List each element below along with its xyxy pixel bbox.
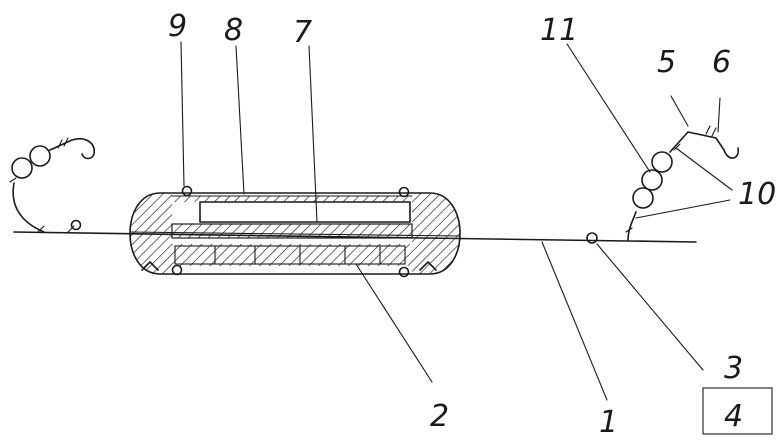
callout-9: 9 (168, 9, 187, 44)
left-leash (9, 137, 95, 233)
callout-2: 2 (430, 399, 449, 434)
callout-8: 8 (224, 13, 243, 48)
ring-top-left (181, 185, 193, 197)
callout-5: 5 (657, 45, 676, 80)
ring-top-right (398, 186, 410, 198)
ring-bottom-right (398, 266, 410, 278)
callout-10: 10 (738, 177, 776, 212)
callout-1: 1 (599, 405, 618, 440)
callout-6: 6 (712, 45, 731, 80)
stopper-bead-left (70, 219, 82, 231)
bait-ball-2 (641, 169, 663, 191)
float-body (129, 192, 461, 275)
upper-chamber (199, 201, 411, 223)
callout-4: 4 (724, 399, 743, 434)
bait-ball-1 (632, 187, 654, 209)
callout-7: 7 (293, 15, 312, 50)
stopper-bead-right (586, 232, 598, 244)
central-tube (171, 223, 413, 239)
callout-11: 11 (540, 13, 578, 48)
lower-chamber (172, 244, 412, 266)
bait-ball-3 (651, 151, 673, 173)
ring-bottom-left (171, 264, 183, 276)
right-leash (625, 125, 739, 241)
callout-box-3-4 (702, 387, 773, 435)
leader-lines (180, 41, 733, 401)
callout-3: 3 (724, 351, 743, 386)
